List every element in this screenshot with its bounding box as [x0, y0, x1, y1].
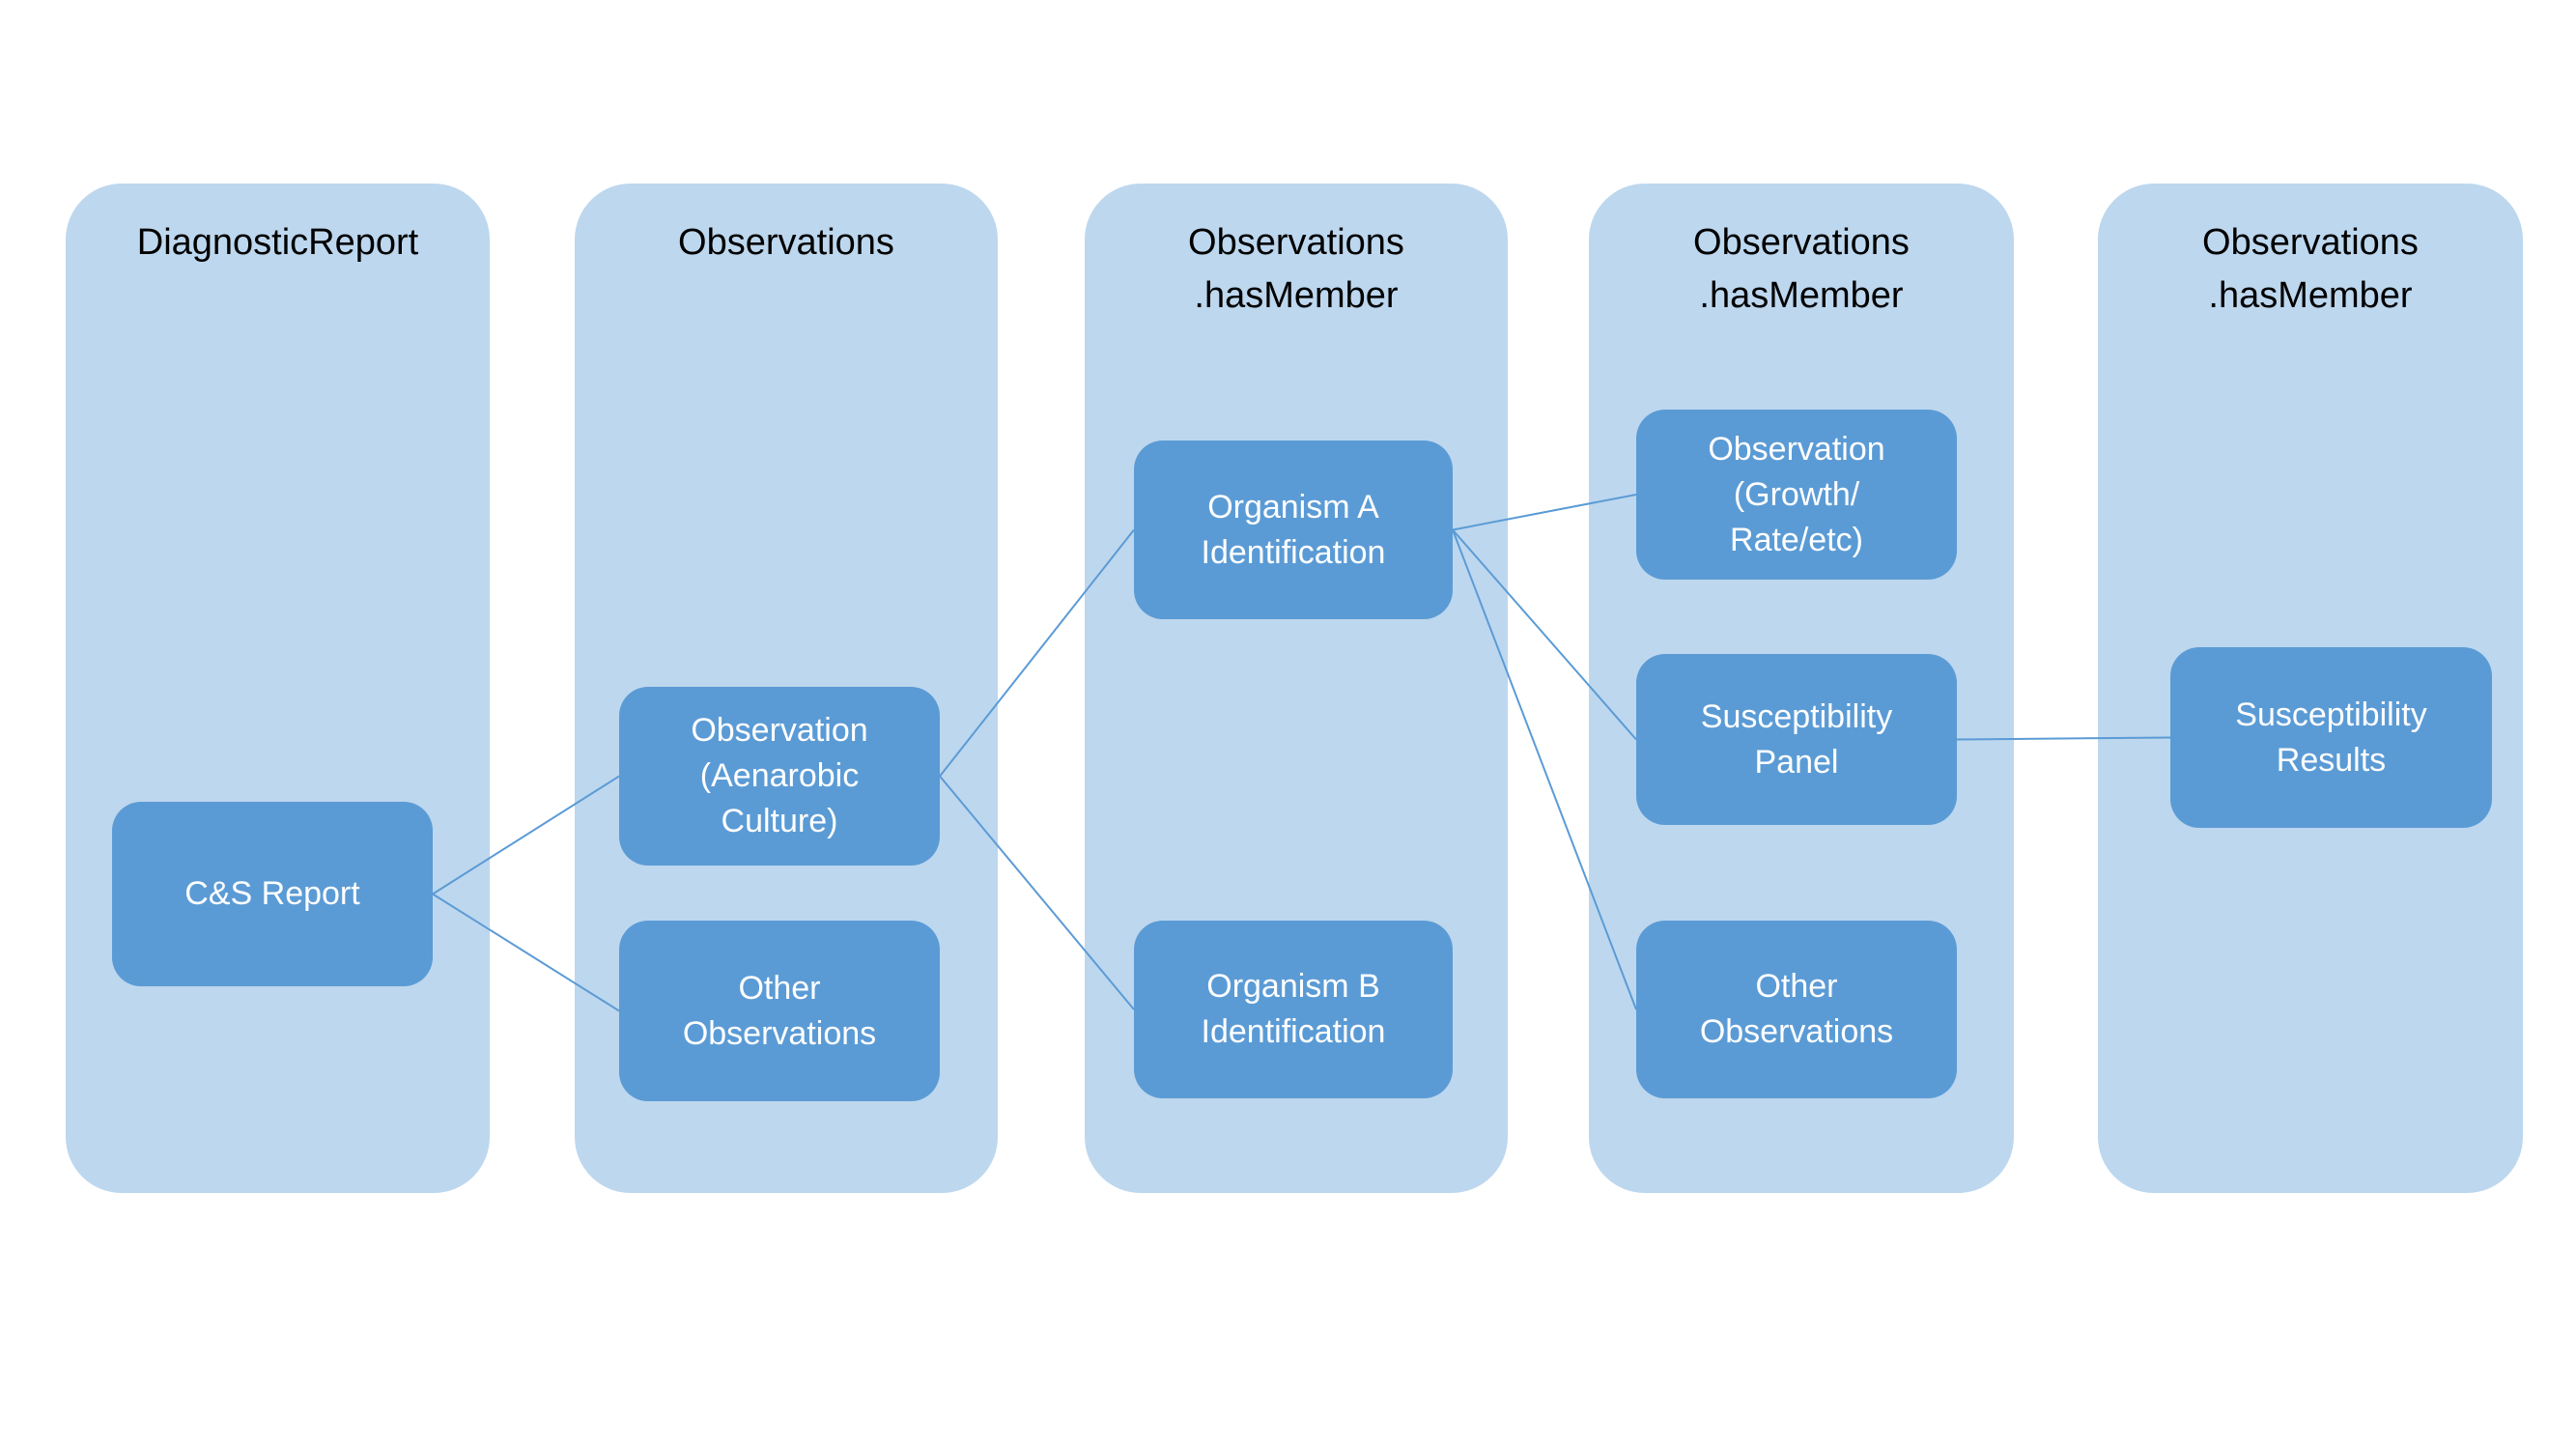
- node-label: Organism A Identification: [1201, 488, 1386, 571]
- node-label: Susceptibility Panel: [1700, 697, 1893, 781]
- column-title: Observations .hasMember: [1188, 222, 1404, 316]
- node-label: Other Observations: [1699, 968, 1894, 1050]
- column-diagnosticreport: DiagnosticReport C&S Report: [66, 184, 490, 1193]
- column-observations: Observations Observation (Aenarobic Cult…: [575, 184, 998, 1193]
- column-observations-hasmember-2: Observations .hasMember Observation (Gro…: [1589, 184, 2014, 1193]
- node-organism-a-identification: Organism A Identification: [1134, 440, 1453, 619]
- node-label: C&S Report: [184, 875, 360, 912]
- node-other-observations-col2: Other Observations: [619, 921, 940, 1101]
- column-title: Observations .hasMember: [1693, 222, 1910, 316]
- node-observation-growth-rate: Observation (Growth/ Rate/etc): [1636, 410, 1957, 580]
- node-label: Susceptibility Results: [2235, 696, 2427, 779]
- column-title: DiagnosticReport: [136, 222, 419, 263]
- node-other-observations-col4: Other Observations: [1636, 921, 1957, 1098]
- column-title: Observations: [678, 222, 894, 263]
- node-label: Organism B Identification: [1201, 968, 1386, 1050]
- node-cs-report: C&S Report: [112, 802, 433, 986]
- node-observation-aenarobic-culture: Observation (Aenarobic Culture): [619, 687, 940, 866]
- node-label: Other Observations: [682, 969, 877, 1052]
- column-title: Observations .hasMember: [2202, 222, 2419, 316]
- column-observations-hasmember-3: Observations .hasMember Susceptibility R…: [2098, 184, 2523, 1193]
- node-label: Observation (Aenarobic Culture): [691, 712, 868, 839]
- node-organism-b-identification: Organism B Identification: [1134, 921, 1453, 1098]
- column-observations-hasmember-1: Observations .hasMember Organism A Ident…: [1085, 184, 1508, 1193]
- node-label: Observation (Growth/ Rate/etc): [1708, 430, 1885, 558]
- node-susceptibility-results: Susceptibility Results: [2170, 647, 2492, 828]
- node-susceptibility-panel: Susceptibility Panel: [1636, 654, 1957, 825]
